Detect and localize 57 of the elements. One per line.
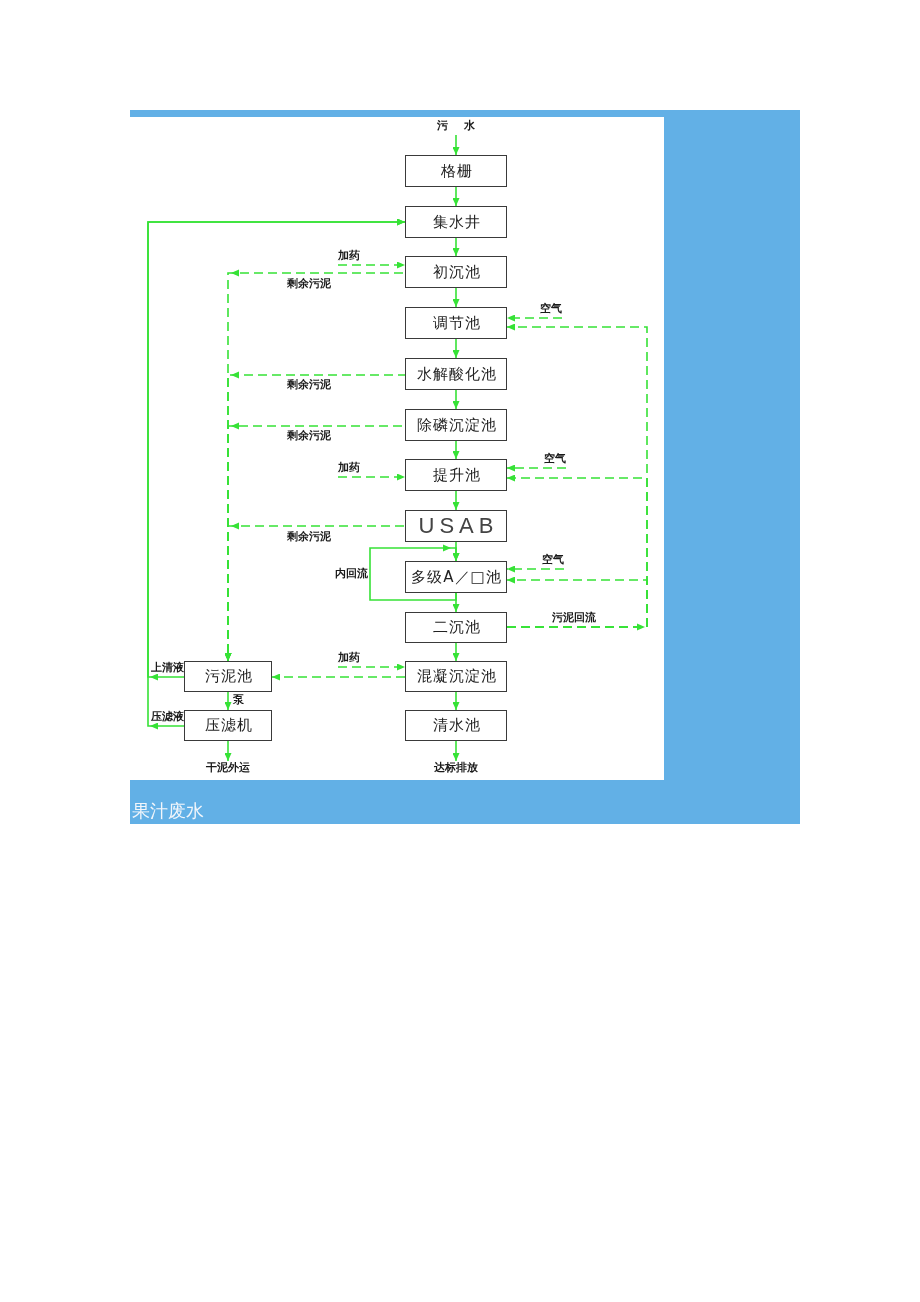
arrow	[452, 642, 460, 662]
arrow	[224, 740, 232, 762]
arrow	[452, 440, 460, 460]
caption: 果汁废水	[132, 800, 204, 822]
process-box: 二沉池	[405, 612, 507, 643]
arrow	[452, 740, 460, 762]
edge-label: 剩余污泥	[287, 277, 331, 290]
edge-label: 压滤液	[151, 710, 184, 723]
process-box: USAB	[405, 510, 507, 542]
arrow	[452, 691, 460, 711]
arrow	[224, 691, 232, 711]
dashed-arrow	[506, 565, 565, 573]
process-box: 除磷沉淀池	[405, 409, 507, 441]
process-box: 清水池	[405, 710, 507, 741]
process-box: 多级A／□池	[405, 561, 507, 593]
arrow	[452, 287, 460, 308]
process-box: 调节池	[405, 307, 507, 339]
dashed-arrow	[506, 314, 563, 322]
dashed-arrow	[506, 464, 567, 472]
edge-label: 剩余污泥	[287, 530, 331, 543]
dashed-arrow	[224, 522, 406, 662]
stream-label: 污 水	[437, 119, 475, 135]
stream-label: 干泥外运	[206, 761, 250, 777]
process-box: 提升池	[405, 459, 507, 491]
arrow	[452, 389, 460, 410]
dashed-arrow	[337, 663, 406, 671]
arrow	[452, 134, 460, 156]
edge-label: 剩余污泥	[287, 429, 331, 442]
stream-label: 空气	[544, 452, 566, 468]
edge-label: 上清液	[151, 661, 184, 674]
stream-label: 加药	[338, 651, 360, 667]
stream-label: 空气	[542, 553, 564, 569]
process-box: 格栅	[405, 155, 507, 187]
dashed-arrow	[506, 576, 648, 628]
arrow	[452, 237, 460, 257]
process-box: 集水井	[405, 206, 507, 238]
stream-label: 加药	[338, 249, 360, 265]
dashed-arrow	[337, 261, 406, 269]
arrow	[452, 490, 460, 511]
edge-label: 剩余污泥	[287, 378, 331, 391]
edge-label: 内回流	[335, 567, 368, 580]
arrow	[452, 338, 460, 359]
stream-label: 加药	[338, 461, 360, 477]
process-box: 水解酸化池	[405, 358, 507, 390]
arrow	[369, 544, 460, 601]
process-box: 初沉池	[405, 256, 507, 288]
arrow	[452, 186, 460, 207]
edge-label: 泵	[233, 693, 244, 706]
edge-label: 污泥回流	[552, 611, 596, 624]
stream-label: 达标排放	[434, 761, 478, 777]
stream-label: 空气	[540, 302, 562, 318]
process-box: 混凝沉淀池	[405, 661, 507, 692]
process-box: 压滤机	[184, 710, 272, 741]
dashed-arrow	[506, 323, 648, 631]
dashed-arrow	[271, 673, 406, 681]
process-box: 污泥池	[184, 661, 272, 692]
dashed-arrow	[337, 473, 406, 481]
